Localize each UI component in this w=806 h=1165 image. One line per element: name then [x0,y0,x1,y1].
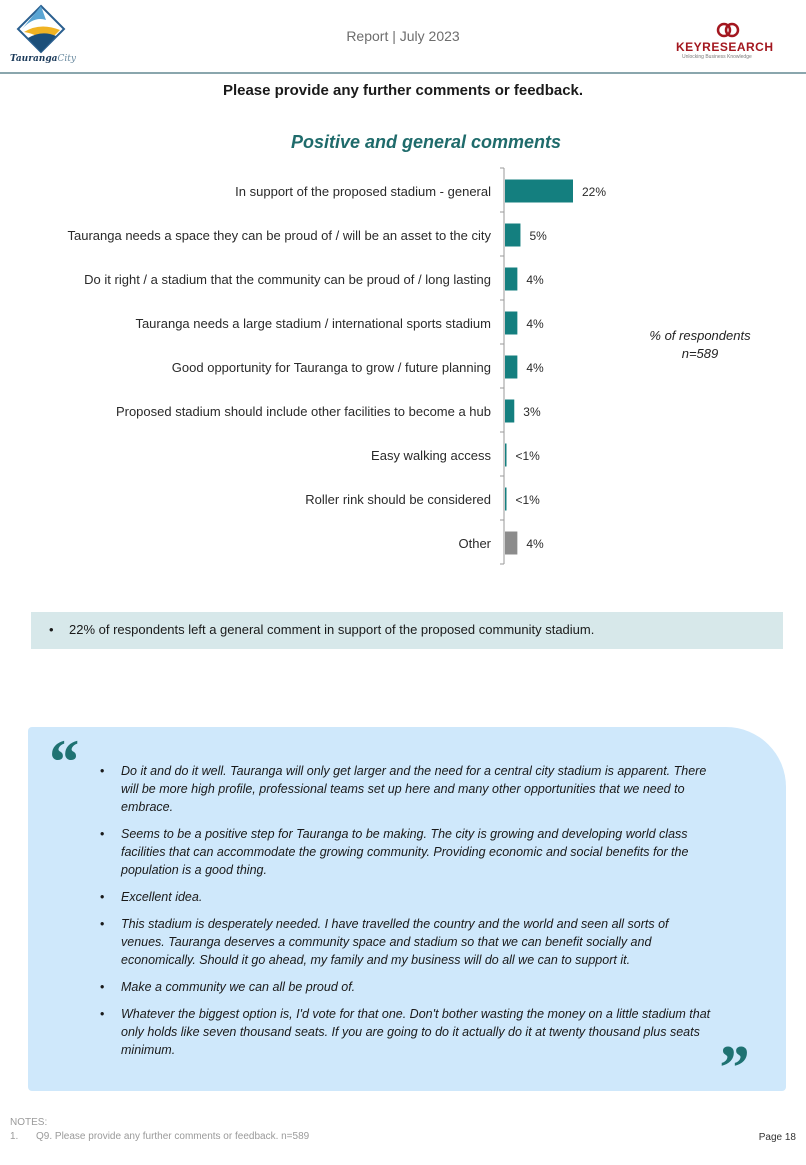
tauranga-logo-text: TaurangaCity [10,54,76,64]
summary-text: 22% of respondents left a general commen… [69,622,595,637]
chart-data-label: 4% [526,317,544,331]
chart-data-label: 3% [523,405,541,419]
chart-data-label: 4% [526,537,544,551]
chart-bar [505,531,518,555]
chart-category-label: Tauranga needs a large stadium / interna… [135,316,491,331]
chart-category-label: Good opportunity for Tauranga to grow / … [172,360,491,375]
report-title: Report | July 2023 [346,28,460,44]
chart-category-label: Other [458,536,491,551]
quote-bullet: • [100,890,105,904]
keyresearch-tagline: Unlocking Business Knowledge [682,54,752,60]
quote-item: • Seems to be a positive step for Taurang… [100,825,712,879]
chart-bar [505,267,518,291]
notes-heading: NOTES: [10,1117,48,1128]
chart-category-label: Do it right / a stadium that the communi… [84,272,491,287]
quote-bullet: • [100,980,105,994]
close-quote-icon: ” [716,1032,748,1103]
notes-item-text: Q9. Please provide any further comments … [36,1131,310,1142]
chart-data-label: 4% [526,361,544,375]
respondents-unit: % of respondents [649,328,751,343]
quote-item: • Make a community we can all be proud of… [100,978,712,996]
quote-text: This stadium is desperately needed. I ha… [121,917,669,967]
comments-bar-chart: In support of the proposed stadium - gen… [68,167,606,565]
notes-item-number: 1. [10,1131,19,1142]
quote-bullet: • [100,764,105,778]
chart-bar [505,487,507,511]
chart-title: Positive and general comments [290,132,562,152]
tauranga-logo-mark-icon [16,4,66,54]
chart-bar [505,399,515,423]
chart-category-label: Proposed stadium should include other fa… [116,404,491,419]
quote-text: Excellent idea. [121,890,203,904]
page-number: Page 18 [758,1132,796,1143]
chart-data-label: 4% [526,273,544,287]
quotes-list: • Do it and do it well. Tauranga will onl… [100,762,712,1068]
summary-box: • 22% of respondents left a general comme… [31,612,783,649]
chart-bar [505,443,507,467]
keyresearch-rings-icon [716,22,740,38]
quote-item: • This stadium is desperately needed. I h… [100,915,712,969]
quote-text: Seems to be a positive step for Tauranga… [121,827,689,877]
quote-bullet: • [100,1007,105,1021]
page-header: TaurangaCity Report | July 2023 KEYRESEA… [0,0,806,74]
chart-bar [505,355,518,379]
quote-text: Whatever the biggest option is, I'd vote… [121,1007,711,1057]
chart-data-label: <1% [516,449,541,463]
quote-item: • Whatever the biggest option is, I'd vot… [100,1005,712,1059]
quote-text: Do it and do it well. Tauranga will only… [121,764,707,814]
notes-item: 1. Q9. Please provide any further comment… [10,1131,309,1142]
respondents-note: % of respondents n=589 [630,327,770,363]
chart-category-label: Tauranga needs a space they can be proud… [68,228,492,243]
tauranga-city-logo: TaurangaCity [8,4,88,66]
question-heading: Please provide any further comments or f… [222,82,584,99]
respondents-sample: n=589 [681,346,719,361]
chart-data-label: 5% [529,229,547,243]
open-quote-icon: “ [46,726,78,797]
quotes-panel [28,727,786,1091]
quote-bullet: • [100,827,105,841]
chart-bar [505,179,573,203]
chart-category-label: Roller rink should be considered [305,492,491,507]
keyresearch-logo: KEYRESEARCH Unlocking Business Knowledge [676,22,782,62]
chart-bar [505,311,518,335]
chart-bar [505,223,521,247]
keyresearch-name: KEYRESEARCH [676,40,774,54]
chart-data-label: <1% [516,493,541,507]
chart-category-label: Easy walking access [371,448,491,463]
chart-category-label: In support of the proposed stadium - gen… [235,184,491,199]
quote-item: • Excellent idea. [100,888,712,906]
quote-item: • Do it and do it well. Tauranga will onl… [100,762,712,816]
summary-item: • 22% of respondents left a general comme… [49,622,594,637]
quote-bullet: • [100,917,105,931]
quote-text: Make a community we can all be proud of. [121,980,356,994]
summary-bullet: • [49,622,54,637]
chart-data-label: 22% [582,185,606,199]
